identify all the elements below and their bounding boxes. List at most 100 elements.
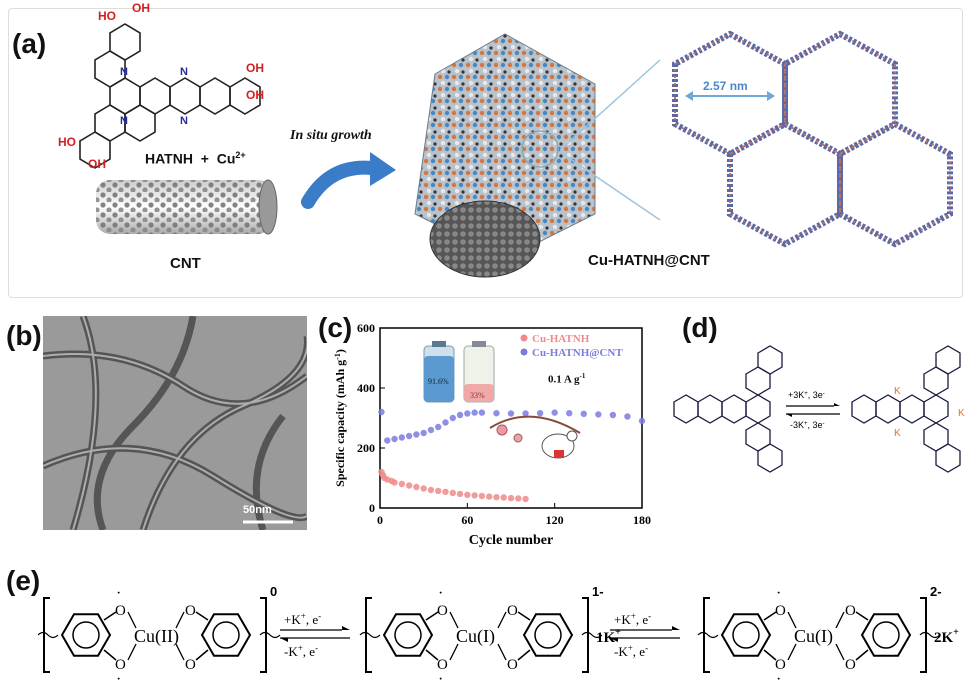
- data-point-cu-hatnh-cnt: [609, 411, 617, 419]
- tem-image: 50nm: [43, 316, 307, 530]
- metal-center: Cu(I): [456, 626, 495, 647]
- data-point-cu-hatnh-cnt: [420, 429, 427, 437]
- zoom-lines: [559, 59, 661, 221]
- data-point-cu-hatnh: [405, 482, 413, 489]
- counter-ion-label: 2K+: [934, 627, 959, 646]
- data-point-cu-hatnh: [427, 486, 435, 494]
- data-point-cu-hatnh: [471, 492, 478, 499]
- y-tick-label: 600: [357, 321, 375, 335]
- y-axis-label: Specific capacity (mAh g-1): [333, 349, 347, 487]
- counter-ion-label: 1K+: [596, 627, 621, 646]
- charge-label: 1-: [592, 584, 604, 599]
- data-point-cu-hatnh: [420, 485, 427, 492]
- data-point-cu-hatnh: [456, 490, 464, 498]
- n-label-3: N: [120, 115, 128, 127]
- data-point-cu-hatnh: [493, 494, 500, 501]
- data-point-cu-hatnh-cnt: [580, 410, 587, 417]
- panel-a-label: (a): [12, 28, 47, 59]
- radical-dot: ·: [438, 671, 443, 685]
- oxygen-label: O: [185, 603, 196, 619]
- step-reverse-label: -K+, e-: [614, 643, 648, 659]
- data-point-cu-hatnh-cnt: [398, 434, 406, 441]
- rate-label: 0.1 A g-1: [548, 372, 586, 386]
- metal-center: Cu(II): [134, 626, 179, 647]
- panel-a-frame: [8, 8, 963, 298]
- data-point-cu-hatnh-cnt: [413, 431, 420, 438]
- data-point-cu-hatnh-cnt: [384, 437, 391, 444]
- hexagonal-framework: 2.57 nm: [672, 30, 953, 248]
- data-point-cu-hatnh-cnt: [493, 410, 500, 417]
- radical-dot: ·: [116, 671, 121, 685]
- data-point-cu-hatnh-cnt: [624, 413, 631, 420]
- data-point-cu-hatnh-cnt: [566, 410, 573, 417]
- legend-label: Cu-HATNH: [532, 333, 590, 345]
- oxygen-label: O: [115, 657, 126, 673]
- data-point-cu-hatnh-cnt: [551, 409, 558, 416]
- y-tick-label: 400: [357, 381, 375, 395]
- y-tick-label: 200: [357, 441, 375, 455]
- cu-hatnh-cnt-model: [414, 33, 596, 278]
- battery-icons: 91.6% 33%: [423, 341, 495, 403]
- cnt-label: CNT: [170, 255, 201, 272]
- n-label-4: N: [180, 115, 188, 127]
- reverse-condition: -3K+, 3e-: [790, 420, 825, 430]
- hatnh-molecule: HO OH OH OH HO OH N N N N: [58, 1, 264, 170]
- charge-label: 2-: [930, 584, 942, 599]
- y-tick-label: 0: [369, 501, 375, 515]
- x-tick-label: 60: [461, 513, 473, 527]
- legend-marker: [520, 334, 528, 342]
- oh-label-4: OH: [246, 88, 264, 102]
- radical-dot: ·: [438, 585, 443, 602]
- step-forward-label: +K+, e-: [284, 611, 321, 627]
- legend-marker: [520, 348, 528, 356]
- in-situ-growth-label: In situ growth: [290, 128, 372, 143]
- oxygen-label: O: [845, 603, 856, 619]
- data-point-cu-hatnh: [507, 494, 515, 502]
- k-label-3: K: [894, 428, 901, 439]
- oxygen-label: O: [775, 657, 786, 673]
- panel-b-label: (b): [6, 320, 42, 351]
- tem-nanotubes: [43, 316, 307, 530]
- metal-center: Cu(I): [794, 626, 833, 647]
- oxygen-label: O: [845, 657, 856, 673]
- data-point-cu-hatnh-cnt: [435, 423, 442, 431]
- panel-e-label: (e): [6, 565, 41, 596]
- data-point-cu-hatnh-cnt: [507, 410, 515, 417]
- oh-label-3: OH: [246, 61, 264, 75]
- n-label-2: N: [180, 66, 188, 78]
- redox-step-arrow-2: +K+, e--K+, e-: [610, 611, 680, 659]
- pore-size-label: 2.57 nm: [703, 79, 748, 93]
- k-label-1: K: [894, 386, 901, 397]
- data-point-cu-hatnh-cnt: [427, 426, 435, 434]
- oxygen-label: O: [437, 657, 448, 673]
- hatnh-label: HATNH + Cu2+: [145, 150, 246, 167]
- oh-label-1: HO: [98, 9, 116, 23]
- legend-label: Cu-HATNH@CNT: [532, 347, 623, 359]
- data-point-cu-hatnh-cnt: [478, 409, 486, 416]
- data-point-cu-hatnh: [398, 480, 406, 488]
- oh-label-2: OH: [132, 1, 150, 15]
- data-point-cu-hatnh: [485, 493, 493, 500]
- data-point-cu-hatnh-cnt: [464, 410, 471, 417]
- oxygen-label: O: [507, 603, 518, 619]
- growth-arrow-icon: [301, 152, 396, 209]
- radical-dot: ·: [116, 585, 121, 602]
- redox-scheme: OOOO··Cu(II)0OOOO··Cu(I)1-1K+OOOO··Cu(I)…: [38, 584, 959, 685]
- data-point-cu-hatnh-cnt: [449, 414, 456, 422]
- oh-label-5: HO: [58, 135, 76, 149]
- potassiation-scheme: K K K +3K+, 3e- -3K+, 3e-: [673, 345, 965, 473]
- data-point-cu-hatnh-cnt: [471, 409, 478, 416]
- radical-dot: ·: [776, 585, 781, 602]
- oxygen-label: O: [775, 603, 786, 619]
- data-point-cu-hatnh: [413, 483, 420, 491]
- data-point-cu-hatnh: [478, 492, 486, 500]
- redox-step-arrow-1: +K+, e--K+, e-: [280, 611, 350, 659]
- oxygen-label: O: [185, 657, 196, 673]
- x-tick-label: 0: [377, 513, 383, 527]
- oxygen-label: O: [507, 657, 518, 673]
- data-point-cu-hatnh: [500, 494, 507, 501]
